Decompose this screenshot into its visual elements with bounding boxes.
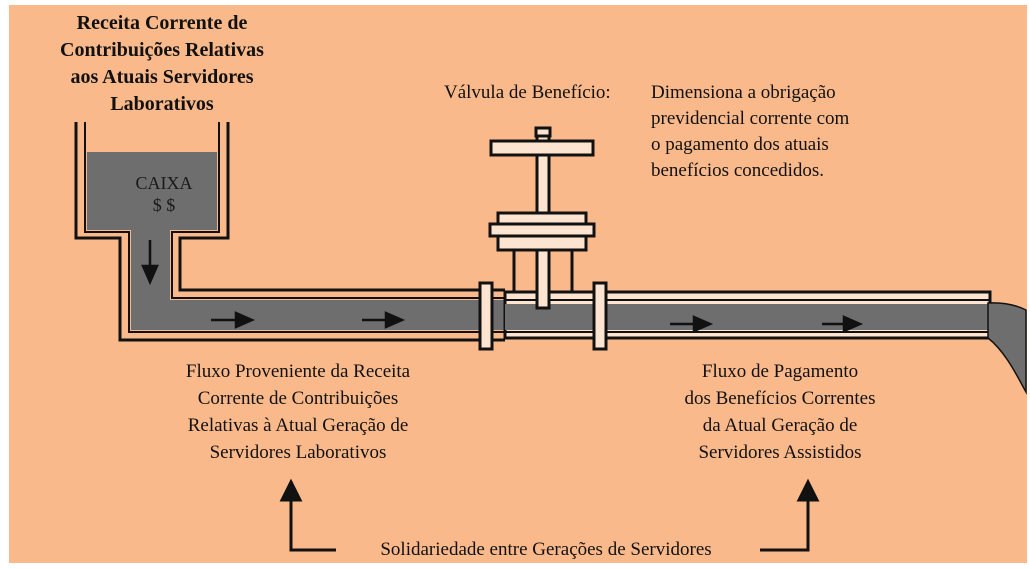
valve-description: Dimensiona a obrigação previdencial corr… <box>651 80 903 184</box>
tank-label: CAIXA $ $ <box>108 172 220 216</box>
tank-label-text: CAIXA <box>135 173 193 193</box>
source-title-line: Laborativos <box>110 93 214 115</box>
pipe-flange-left <box>478 281 494 351</box>
valve-description-line: benefícios concedidos. <box>651 160 825 181</box>
benefit-valve <box>488 126 596 310</box>
source-title-line: Receita Corrente de <box>76 12 248 34</box>
solidarity-caption: Solidariedade entre Gerações de Servidor… <box>380 539 712 560</box>
flow-arrows <box>141 240 864 333</box>
outflow-caption-line: Servidores Assistidos <box>698 442 862 463</box>
valve-description-line: o pagamento dos atuais <box>651 134 829 155</box>
pipe-flange-right <box>592 281 608 351</box>
source-title-line: Contribuições Relativas <box>60 39 264 61</box>
source-title: Receita Corrente de Contribuições Relati… <box>42 10 282 118</box>
inflow-caption-line: Fluxo Proveniente da Receita <box>185 361 411 382</box>
inflow-caption-line: Relativas à Atual Geração de <box>187 415 409 436</box>
arrow-down-tank <box>141 240 159 286</box>
arrow-right-4 <box>822 315 864 333</box>
valve-label: Válvula de Benefício: <box>444 82 611 103</box>
outflow-caption: Fluxo de Pagamento dos Benefícios Corren… <box>640 358 920 466</box>
arrow-up-left <box>279 478 303 502</box>
arrow-right-2 <box>362 311 406 329</box>
inflow-caption-line: Corrente de Contribuições <box>197 388 399 409</box>
source-title-line: aos Atuais Servidores <box>70 66 254 88</box>
outflow-caption-line: Fluxo de Pagamento <box>701 361 859 382</box>
outflow-caption-line: da Atual Geração de <box>702 415 858 436</box>
arrow-right-3 <box>670 315 714 333</box>
inflow-caption: Fluxo Proveniente da Receita Corrente de… <box>148 358 448 466</box>
water-outlet-spill <box>987 302 1027 395</box>
outflow-pipe <box>503 290 992 340</box>
water-flow <box>87 152 505 330</box>
solidarity-connector <box>279 478 820 552</box>
cash-tank <box>74 122 505 342</box>
outflow-caption-line: dos Benefícios Correntes <box>684 388 876 409</box>
tank-currency-symbol: $ $ <box>152 195 176 215</box>
valve-description-line: Dimensiona a obrigação <box>651 82 836 103</box>
arrow-up-right <box>796 478 820 502</box>
inflow-caption-line: Servidores Laborativos <box>209 442 387 463</box>
arrow-right-1 <box>211 311 256 329</box>
valve-description-line: previdencial corrente com <box>651 108 850 129</box>
